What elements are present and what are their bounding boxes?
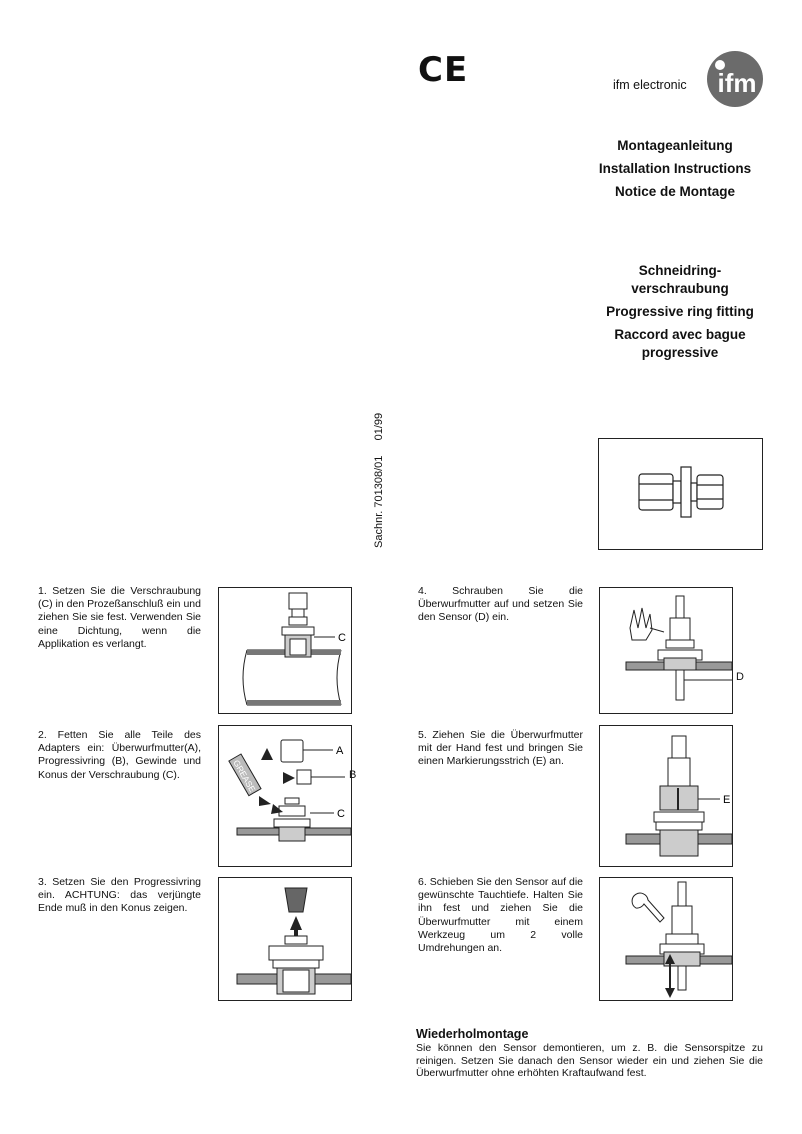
label-d: D <box>736 671 744 683</box>
label-b-outside: B <box>349 769 357 781</box>
step-2-text: 2. Fetten Sie alle Teile des Adapters ei… <box>38 729 201 781</box>
step-4-figure <box>599 587 733 714</box>
product-names: Schneidring- verschraubung Progressive r… <box>590 262 770 362</box>
step-3-text: 3. Setzen Sie den Progressivring ein. AC… <box>38 876 201 915</box>
step-3-figure <box>218 877 352 1001</box>
step-6-text: 6. Schieben Sie den Sensor auf die gewün… <box>418 876 583 955</box>
part-number: Sachnr. 701308/01 01/99 <box>373 412 385 548</box>
reassembly-heading: Wiederholmontage <box>416 1027 529 1041</box>
logo-text: ifm <box>718 68 757 98</box>
product-de: Schneidring- verschraubung <box>631 263 729 296</box>
ifm-logo: ifm <box>706 50 764 108</box>
title-de: Montageanleitung <box>617 138 733 153</box>
product-en: Progressive ring fitting <box>606 304 754 319</box>
brand-name: ifm electronic <box>613 78 687 92</box>
label-c-2: C <box>337 808 345 820</box>
label-e: E <box>723 794 730 806</box>
label-c: C <box>338 632 346 644</box>
label-a: A <box>336 745 344 757</box>
step-5-figure: E <box>599 725 733 867</box>
document-titles: Montageanleitung Installation Instructio… <box>580 134 770 203</box>
ce-mark: CE <box>418 50 469 90</box>
step-5-text: 5. Ziehen Sie die Überwurfmutter mit der… <box>418 729 583 768</box>
step-4-text: 4. Schrauben Sie die Überwurfmutter auf … <box>418 585 583 624</box>
step-1-figure: C <box>218 587 352 714</box>
product-fr: Raccord avec bague progressive <box>614 327 746 360</box>
step-2-figure: GREASE A B C <box>218 725 352 867</box>
fitting-illustration <box>598 438 763 550</box>
title-en: Installation Instructions <box>598 161 752 176</box>
title-fr: Notice de Montage <box>614 184 735 199</box>
reassembly-text: Sie können den Sensor demontieren, um z.… <box>416 1042 763 1079</box>
step-6-figure <box>599 877 733 1001</box>
step-1-text: 1. Setzen Sie die Verschraubung (C) in d… <box>38 585 201 650</box>
